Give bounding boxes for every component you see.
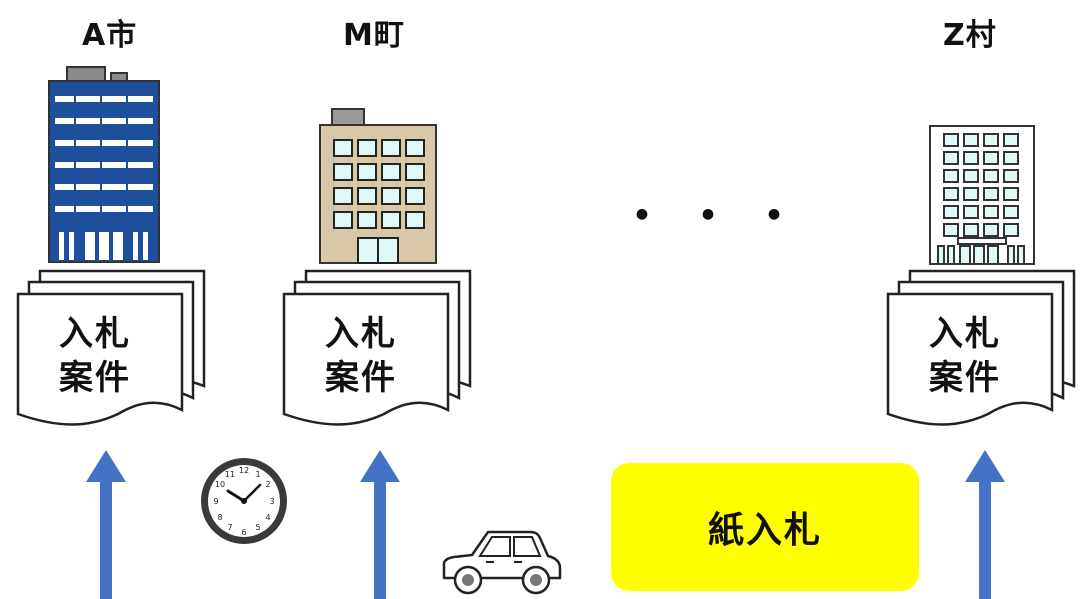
svg-text:8: 8 [217, 513, 222, 522]
village-office-building-z-icon [929, 125, 1035, 265]
svg-text:1: 1 [255, 470, 260, 479]
svg-text:9: 9 [213, 497, 218, 506]
town-hall-building-m-icon [319, 108, 437, 264]
document-label-a: 入札 案件 [59, 314, 131, 398]
svg-text:6: 6 [241, 528, 246, 537]
document-label-m: 入札 案件 [325, 314, 397, 398]
document-label-z: 入札 案件 [929, 314, 1001, 398]
up-arrow-icon [360, 450, 400, 599]
svg-text:2: 2 [265, 480, 270, 489]
ellipsis-separator: ・・・ [620, 191, 818, 242]
municipality-m-label: M町 [343, 18, 405, 53]
up-arrow-icon [965, 450, 1005, 599]
municipality-a-label: A市 [82, 18, 138, 53]
svg-text:7: 7 [227, 523, 232, 532]
svg-text:4: 4 [265, 513, 270, 522]
office-building-a-icon [48, 66, 160, 263]
svg-text:12: 12 [239, 466, 249, 475]
svg-text:3: 3 [269, 497, 274, 506]
car-icon [442, 530, 562, 595]
paper-bid-label: 紙入札 [707, 510, 822, 551]
svg-text:10: 10 [215, 480, 225, 489]
municipality-z-label: Z村 [943, 18, 997, 53]
up-arrow-icon [86, 450, 126, 599]
svg-text:11: 11 [225, 470, 235, 479]
document-stack-z-icon [886, 269, 1076, 426]
svg-text:5: 5 [255, 523, 260, 532]
document-stack-a-icon [16, 269, 206, 426]
document-stack-m-icon [282, 269, 472, 426]
paper-bid-box: 紙入札 [611, 463, 919, 591]
